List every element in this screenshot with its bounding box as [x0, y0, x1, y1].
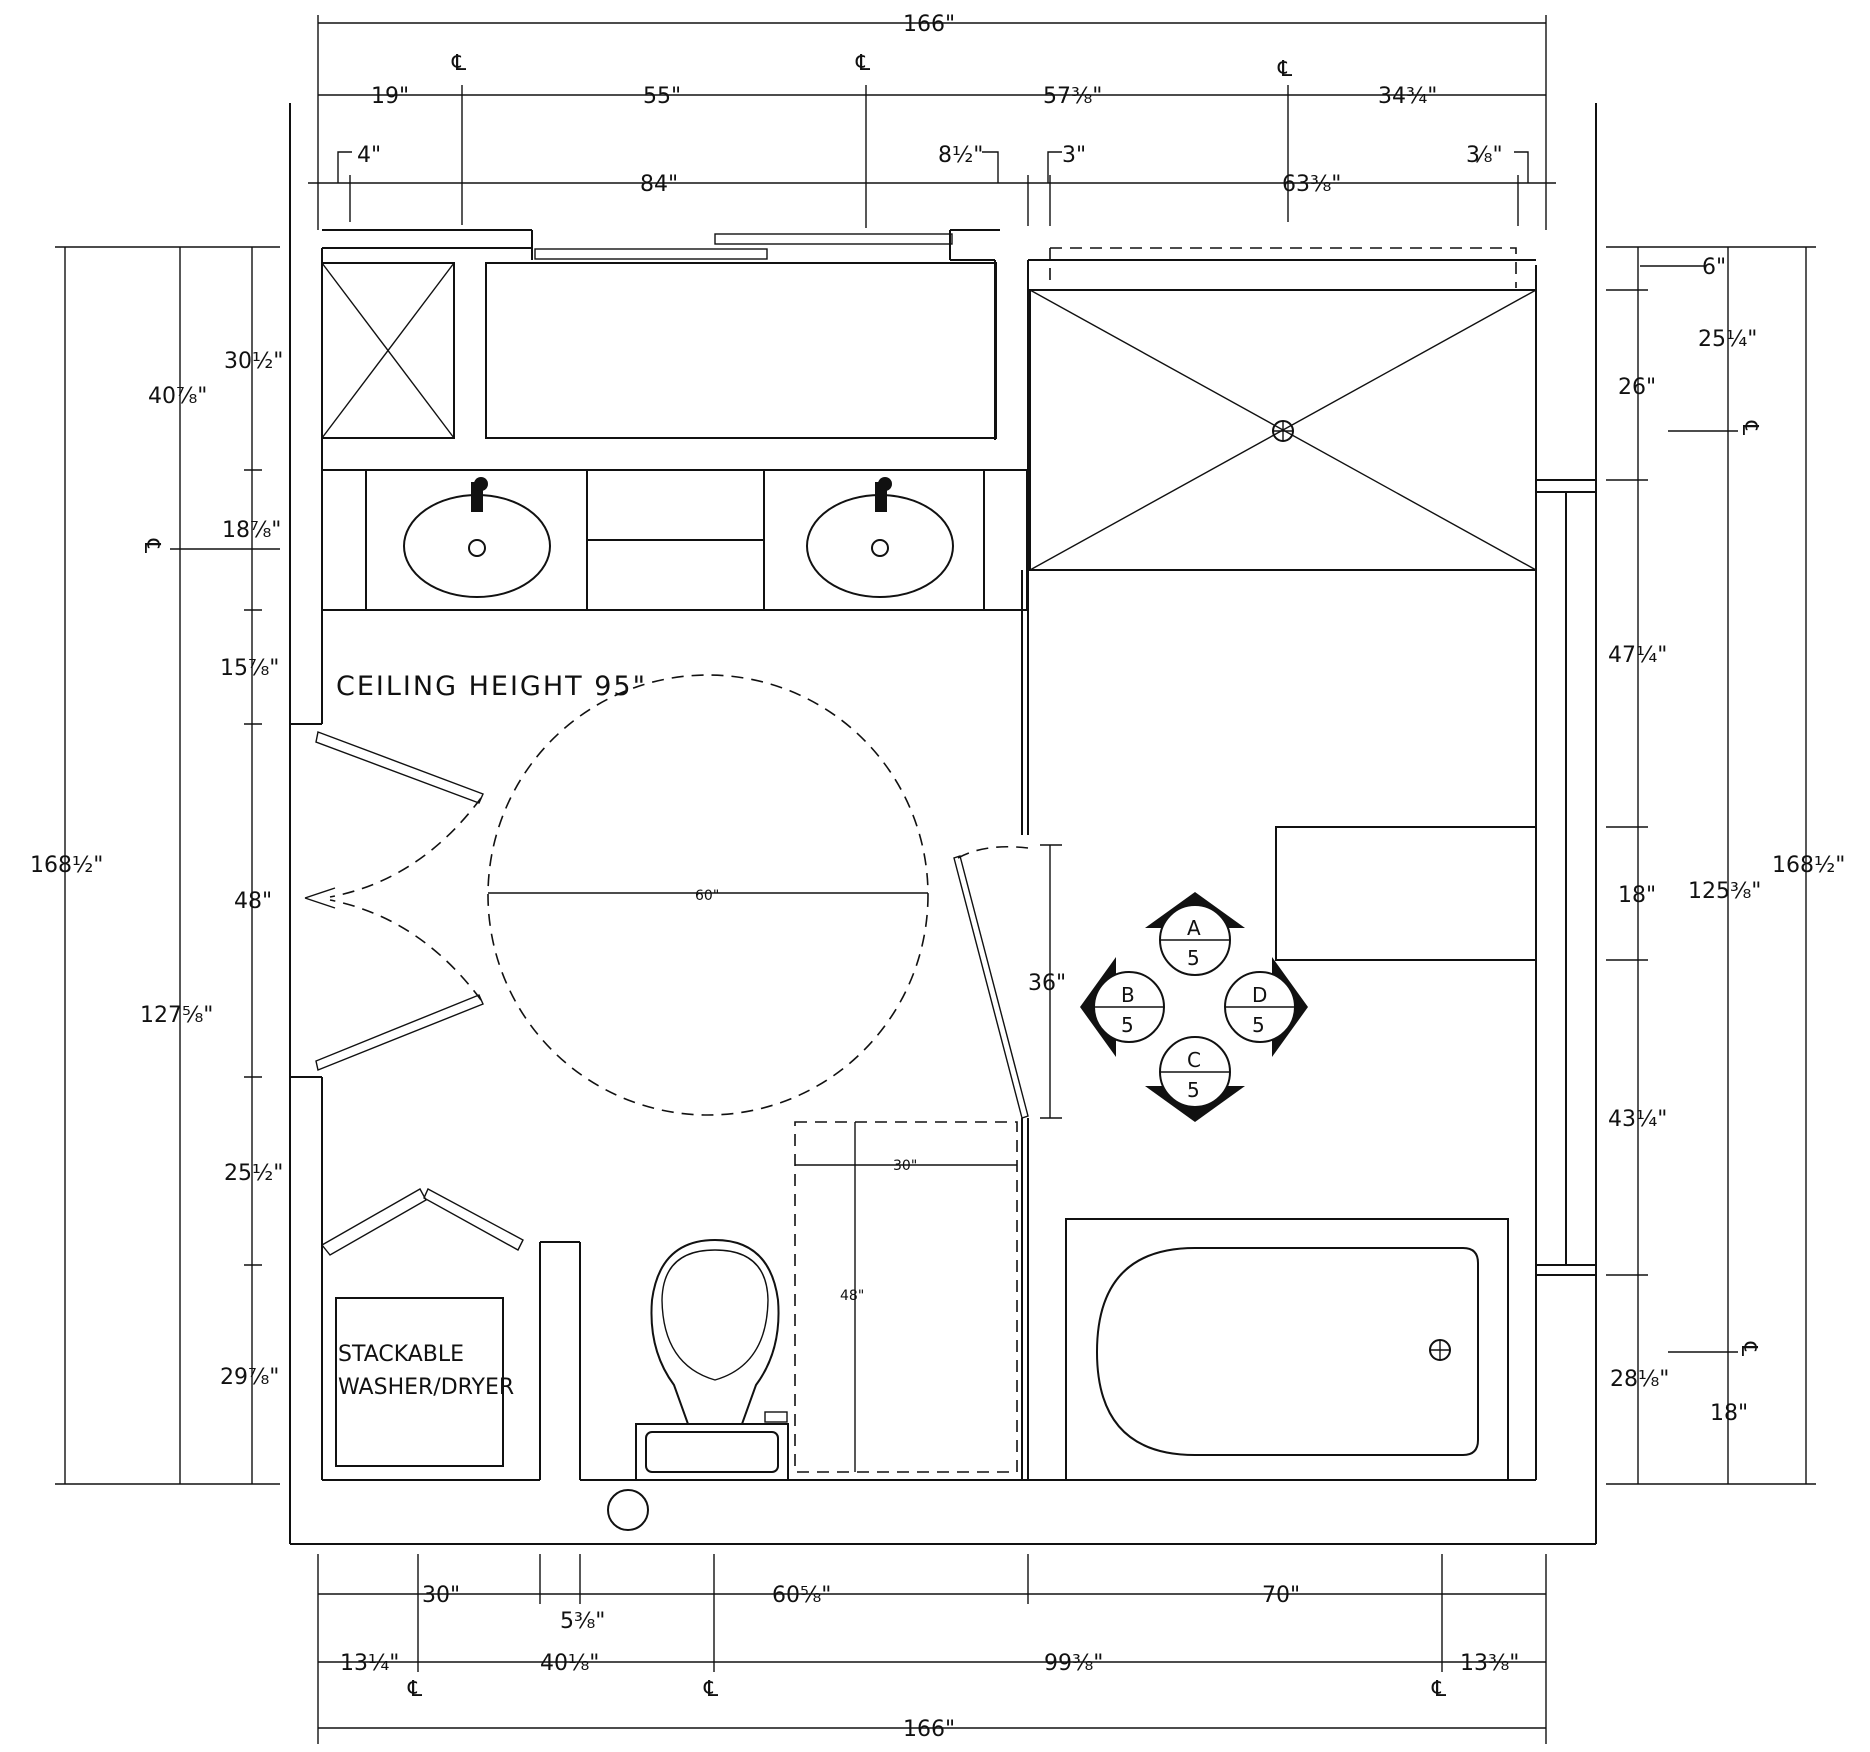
dimension-label: B: [1121, 983, 1135, 1007]
right-mid-dim-1: 6": [1702, 255, 1726, 280]
centerline-symbol: ℄: [1277, 57, 1293, 82]
left-inner-dim-5: 25¹⁄₂": [224, 1161, 283, 1186]
bottom-row2-dim-3: 99³⁄₈": [1044, 1651, 1103, 1676]
dimension-label: 5: [1252, 1013, 1265, 1037]
ceiling-height-note: CEILING HEIGHT 95": [336, 671, 647, 702]
dimension-label: D: [1252, 983, 1267, 1007]
elevation-marker-d: D5: [1224, 971, 1296, 1043]
elevation-marker-a: A5: [1159, 904, 1231, 976]
bottom-overall-dim: 166": [903, 1717, 955, 1742]
turning-circle: 60": [487, 674, 929, 1116]
elevation-markers: A5 B5 D5 C5: [1080, 892, 1308, 1122]
dimension-label: C: [1187, 1048, 1201, 1072]
dimension-label: 5: [1187, 1078, 1200, 1102]
bench: [1275, 826, 1537, 961]
left-dimensions: 168¹⁄₂" 40⁷⁄₈" 127⁵⁄₈" ℄ 30¹⁄₂" 18⁷⁄₈" 1…: [30, 246, 283, 1485]
right-dimensions: 168¹⁄₂" 6" 25¹⁄₄" 125³⁄₈" 18" ℄ ℄ 26" 47…: [1606, 246, 1845, 1485]
centerline-symbol: ℄: [1431, 1677, 1447, 1702]
bottom-dimensions: 30" 5³⁄₈" 60⁵⁄₈" 70" 13¹⁄₄" 40¹⁄₈" 99³⁄₈…: [317, 1554, 1547, 1744]
dimension-label: 5: [1187, 946, 1200, 970]
top-overall-dim: 166": [903, 12, 955, 37]
interior-door: [953, 845, 1029, 1119]
top-cl-dim-1: 19": [371, 84, 409, 109]
top-detail-dim-1: 4": [357, 143, 381, 168]
centerline-symbol: ℄: [1736, 1341, 1761, 1357]
bottom-row1-dim-2: 5³⁄₈": [560, 1609, 605, 1634]
centerline-symbol: ℄: [407, 1677, 423, 1702]
right-inner-dim-1: 26": [1618, 375, 1656, 400]
storage-counter: [485, 262, 997, 439]
dimension-label: 5: [1121, 1013, 1134, 1037]
door-opening-dim: 36": [1028, 971, 1066, 996]
top-detail-dim-6: 3⁄₈": [1466, 143, 1503, 168]
centerline-symbol: ℄: [1737, 420, 1762, 436]
entry-double-door: [304, 731, 484, 1071]
left-inner-dim-1: 30¹⁄₂": [224, 349, 283, 374]
right-inner-dim-3: 18": [1618, 883, 1656, 908]
left-inner-dim-3: 15⁷⁄₈": [220, 656, 279, 681]
left-mid-dim-2: 127⁵⁄₈": [140, 1003, 213, 1028]
centerline-symbol: ℄: [139, 538, 164, 554]
centerline-symbol: ℄: [703, 1677, 719, 1702]
bottom-row1-dim-4: 70": [1262, 1583, 1300, 1608]
right-overall-dim: 168¹⁄₂": [1772, 853, 1845, 878]
top-cl-dim-4: 34³⁄₄": [1378, 84, 1437, 109]
top-dimensions: 166" 19" 55" 57³⁄₈" 34³⁄₄" ℄ ℄ ℄ 4" 84" …: [308, 12, 1556, 230]
top-detail-dim-3: 8¹⁄₂": [938, 143, 983, 168]
bottom-row2-dim-2: 40¹⁄₈": [540, 1651, 599, 1676]
washer-dryer-label-1: STACKABLE: [338, 1342, 464, 1367]
left-overall-dim: 168¹⁄₂": [30, 853, 103, 878]
top-detail-dim-5: 63³⁄₈": [1282, 172, 1341, 197]
elevation-marker-b: B5: [1093, 971, 1165, 1043]
linen-cabinet: [321, 262, 455, 439]
toilet: [635, 1238, 789, 1481]
right-mid-dim-2: 25¹⁄₄": [1698, 327, 1757, 352]
dimension-label: A: [1187, 916, 1201, 940]
floor-drain: [607, 1489, 649, 1531]
right-inner-dim-4: 43¹⁄₄": [1608, 1107, 1667, 1132]
elevation-marker-c: C5: [1159, 1036, 1231, 1108]
right-inner-dim-2: 47¹⁄₄": [1608, 643, 1667, 668]
centerline-symbol: ℄: [855, 51, 871, 76]
top-detail-dim-4: 3": [1062, 143, 1086, 168]
bathtub: [1065, 1218, 1509, 1481]
stackable-washer-dryer: STACKABLE WASHER/DRYER: [320, 1188, 524, 1467]
centerline-symbol: ℄: [451, 51, 467, 76]
bottom-row1-dim-1: 30": [422, 1583, 460, 1608]
left-inner-dim-2: 18⁷⁄₈": [222, 518, 281, 543]
toilet-clearance: 30" 48": [794, 1121, 1018, 1473]
top-cl-dim-2: 55": [643, 84, 681, 109]
clearance-width-dim: 30": [893, 1158, 917, 1174]
right-mid-dim-4: 18": [1710, 1401, 1748, 1426]
top-cl-dim-3: 57³⁄₈": [1043, 84, 1102, 109]
clearance-depth-dim: 48": [840, 1288, 864, 1304]
bottom-row2-dim-1: 13¹⁄₄": [340, 1651, 399, 1676]
washer-dryer-label-2: WASHER/DRYER: [338, 1375, 514, 1400]
door-opening-dimension: 36": [1028, 844, 1066, 1119]
faucet-icon: [471, 477, 892, 512]
top-detail-dim-2: 84": [640, 172, 678, 197]
right-inner-dim-5: 28¹⁄₈": [1610, 1367, 1669, 1392]
left-inner-dim-6: 29⁷⁄₈": [220, 1365, 279, 1390]
left-inner-dim-4: 48": [234, 889, 272, 914]
bottom-row1-dim-3: 60⁵⁄₈": [772, 1583, 831, 1608]
right-mid-dim-3: 125³⁄₈": [1688, 879, 1761, 904]
double-vanity: [321, 469, 1028, 611]
left-mid-dim-1: 40⁷⁄₈": [148, 384, 207, 409]
shower: [1029, 289, 1537, 571]
turning-circle-dim: 60": [695, 888, 719, 904]
bottom-row2-dim-4: 13³⁄₈": [1460, 1651, 1519, 1676]
